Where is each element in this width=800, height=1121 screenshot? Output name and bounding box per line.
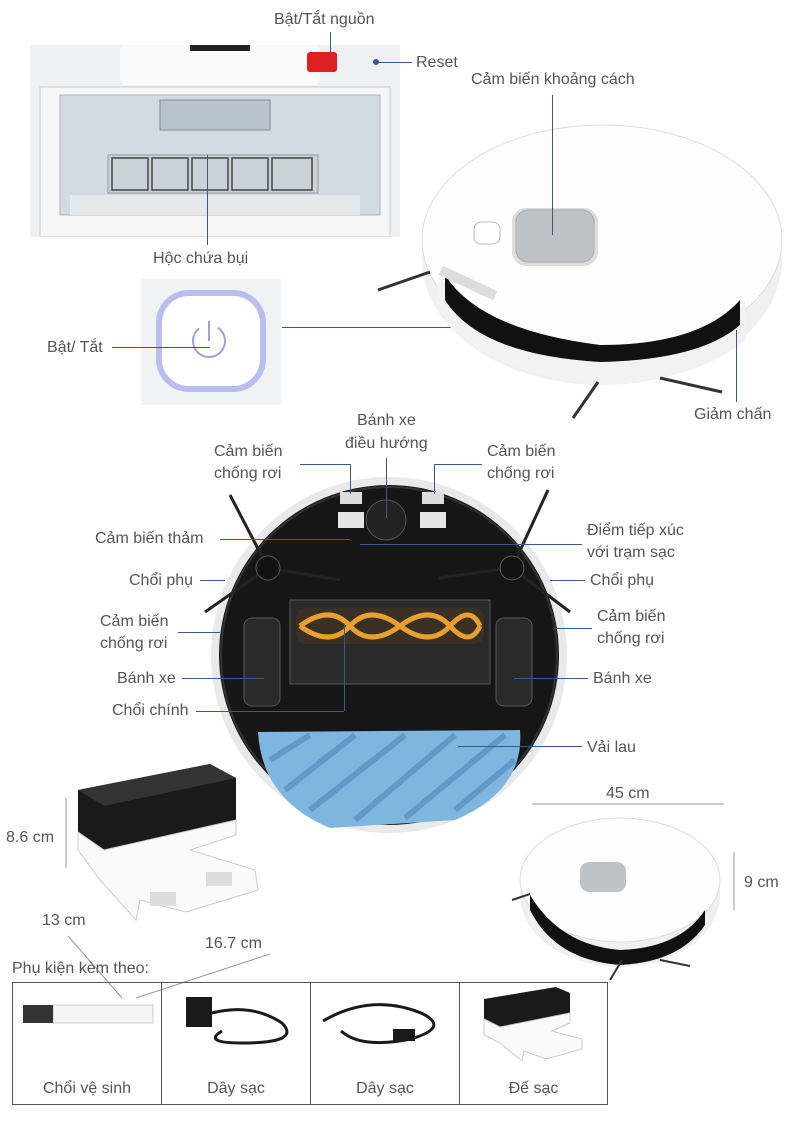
accessory-label: Chổi vệ sinh	[42, 1080, 132, 1097]
leader-cliff-right-top-v	[434, 464, 435, 494]
mop-label: Vải lau	[587, 739, 636, 756]
side-brush-left-label: Chổi phụ	[129, 572, 194, 589]
cliff-left-mid-label-2: chống rơi	[100, 635, 168, 652]
wheel-left-label: Bánh xe	[117, 670, 176, 687]
leader-charge-contact	[360, 544, 582, 545]
mop-pad	[258, 730, 521, 828]
steering-wheel-label-1: Bánh xe	[357, 412, 416, 429]
leader-wheel-left	[182, 678, 264, 679]
dust-bin-label: Hộc chứa bụi	[153, 250, 249, 267]
dust-bin-photo	[30, 45, 400, 237]
steering-wheel-label-2: điều hướng	[345, 435, 428, 452]
leader-main-brush-v	[344, 625, 345, 711]
power-button-drawing	[156, 290, 266, 392]
distance-sensor	[515, 209, 595, 263]
robot-bottom-view	[204, 477, 571, 833]
accessory-label: Dây sạc	[356, 1080, 414, 1097]
dust-bin-drawing	[39, 45, 391, 237]
cliff-right-top-label-2: chống rơi	[487, 465, 555, 482]
accessory-item: Dây sạc	[161, 982, 311, 1105]
leader-cliff-left-top-v	[350, 464, 351, 494]
power-adapter-icon	[186, 997, 289, 1045]
bumper	[445, 275, 740, 362]
bumper-label: Giảm chấn	[694, 406, 772, 423]
charging-dock-icon	[483, 987, 583, 1062]
cliff-right-top-label-1: Cảm biến	[487, 443, 556, 460]
side-brush-right-label: Chổi phụ	[590, 572, 655, 589]
accessory-item: Dây sạc	[310, 982, 460, 1105]
power-cord-icon	[322, 1003, 436, 1045]
leader-mop	[458, 746, 582, 747]
cliff-left-top-label-2: chống rơi	[214, 465, 282, 482]
leader-cliff-right-top-h	[434, 464, 482, 465]
side-brush-left	[255, 555, 281, 581]
leader-power-switch	[330, 32, 331, 54]
distance-sensor-label: Cảm biến khoảng cách	[471, 71, 635, 88]
wheel-right	[495, 617, 533, 707]
side-brush-right	[499, 555, 525, 581]
wheel-left	[243, 617, 281, 707]
cliff-left-mid-label-1: Cảm biến	[100, 613, 169, 630]
dock-width-label: 16.7 cm	[205, 935, 262, 952]
leader-dust-bin	[207, 155, 208, 245]
power-button-label: Bật/ Tắt	[47, 339, 103, 356]
leader-side-brush-left	[200, 580, 225, 581]
leader-main-brush-h	[196, 711, 344, 712]
leader-power-button-robot-h	[282, 327, 488, 328]
cleaning-brush-icon	[23, 1004, 154, 1024]
accessory-item: Chổi vệ sinh	[12, 982, 162, 1105]
wheel-right-label: Bánh xe	[593, 670, 652, 687]
leader-cliff-left-mid	[178, 632, 220, 633]
power-switch-label: Bật/Tắt nguồn	[274, 11, 375, 28]
charge-contact-label-1: Điểm tiếp xúc	[587, 522, 684, 539]
carpet-sensor-label: Cảm biến thảm	[95, 530, 204, 547]
power-switch[interactable]	[307, 52, 337, 72]
robot-diameter-label: 45 cm	[606, 785, 650, 802]
accessory-item: Đế sạc	[459, 982, 608, 1105]
main-brush-label: Chổi chính	[112, 702, 189, 719]
leader-reset	[376, 62, 412, 63]
charge-contact-label-2: với trạm sạc	[587, 544, 675, 561]
robot-height-label: 9 cm	[744, 874, 779, 891]
cliff-right-mid-label-2: chống rơi	[597, 630, 665, 647]
dock-drawing	[65, 764, 271, 999]
power-button-closeup	[141, 279, 281, 405]
accessory-label: Đế sạc	[508, 1080, 559, 1097]
leader-cliff-left-top-h	[300, 464, 350, 465]
leader-wheel-right	[514, 678, 588, 679]
leader-steering-wheel	[386, 458, 387, 518]
dock-depth-label: 13 cm	[42, 912, 86, 929]
cliff-left-top-label-1: Cảm biến	[214, 443, 283, 460]
cliff-right-mid-label-1: Cảm biến	[597, 608, 666, 625]
reset-dot	[373, 59, 379, 65]
accessory-label: Dây sạc	[207, 1080, 265, 1097]
leader-side-brush-right	[550, 580, 585, 581]
leader-carpet-sensor	[220, 539, 350, 540]
accessories-title: Phụ kiện kèm theo:	[12, 960, 149, 977]
dock-height-label: 8.6 cm	[6, 829, 55, 846]
leader-bumper	[736, 330, 737, 402]
robot-top-view	[377, 124, 783, 419]
leader-power-button	[112, 347, 210, 348]
reset-label: Reset	[416, 54, 458, 71]
leader-distance-sensor	[552, 95, 553, 235]
leader-cliff-right-mid	[556, 628, 592, 629]
